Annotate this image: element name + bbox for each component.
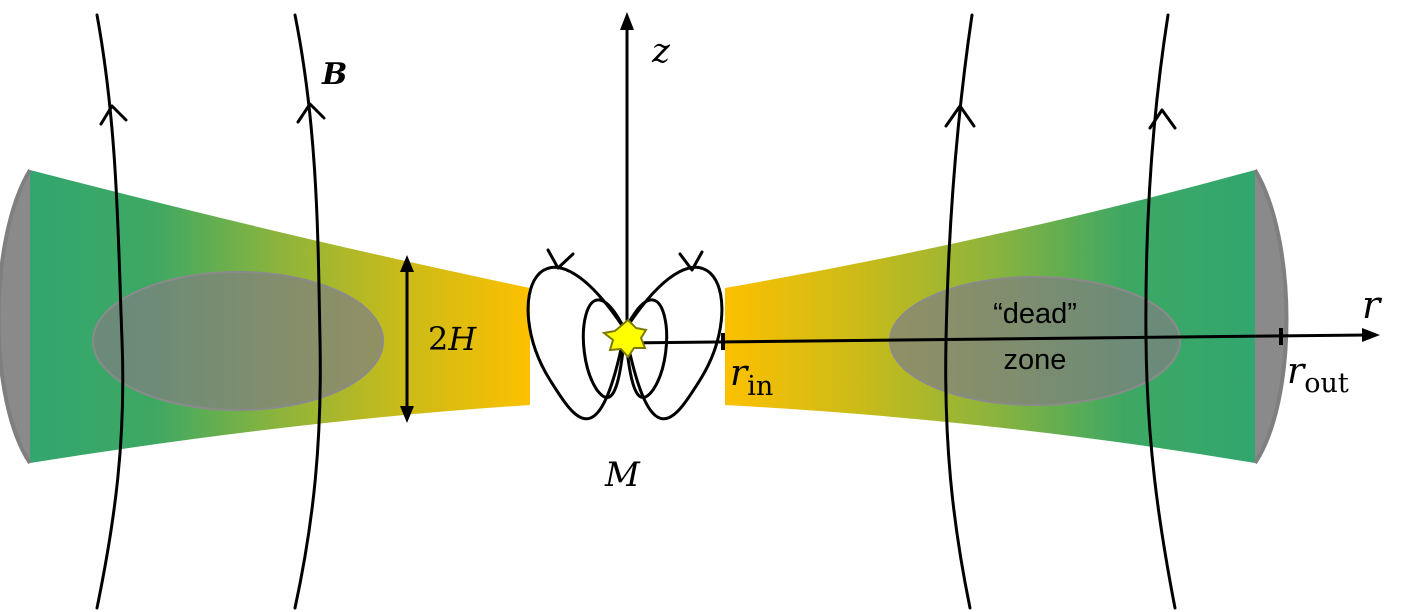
right-disk-outer-edge [1253,168,1289,465]
r-axis-label: r [1362,283,1383,327]
r-out-label: rout [1287,351,1349,399]
thickness-label: 2H [428,320,477,358]
dead-zone-label-line1: “dead” [993,298,1077,330]
field-line-arrow [296,102,326,124]
field-line [1144,13,1177,610]
z-axis-arrowhead [620,12,634,30]
r-out-sub: out [1304,368,1349,399]
thickness-arrowhead-top [400,255,414,272]
r-axis [626,333,1369,345]
r-in-sub: in [747,371,773,402]
z-axis-label: z [651,31,671,71]
dipole-loop-inner-left [581,298,627,399]
r-out-main: r [1287,351,1306,392]
field-line [95,13,125,610]
field-label: B [321,57,347,92]
dead-zone-label-line2: zone [1004,344,1067,376]
left-dead-zone [92,271,384,411]
left-disk-outer-edge [0,168,32,465]
field-lines [95,13,1177,610]
dipole-loop-inner-right [623,298,669,399]
r-in-label: rin [730,353,773,402]
field-line-arrow [99,104,128,126]
central-star [601,318,648,359]
dipole-field [526,248,724,421]
dipole-loop-arrow [546,248,575,270]
field-line-arrow [944,104,976,128]
mass-label: M [604,455,641,495]
field-line [293,13,322,610]
r-axis-arrowhead [1362,328,1380,342]
dipole-loop-arrow [678,250,704,272]
thickness-arrowhead-bottom [400,406,414,423]
r-in-main: r [730,353,749,394]
field-line-arrow [1148,108,1177,130]
dipole-loop-outer-right [623,265,724,421]
thickness-label-var: H [447,320,477,358]
thickness-label-prefix: 2 [428,320,448,358]
dipole-loop-outer-left [526,265,627,421]
